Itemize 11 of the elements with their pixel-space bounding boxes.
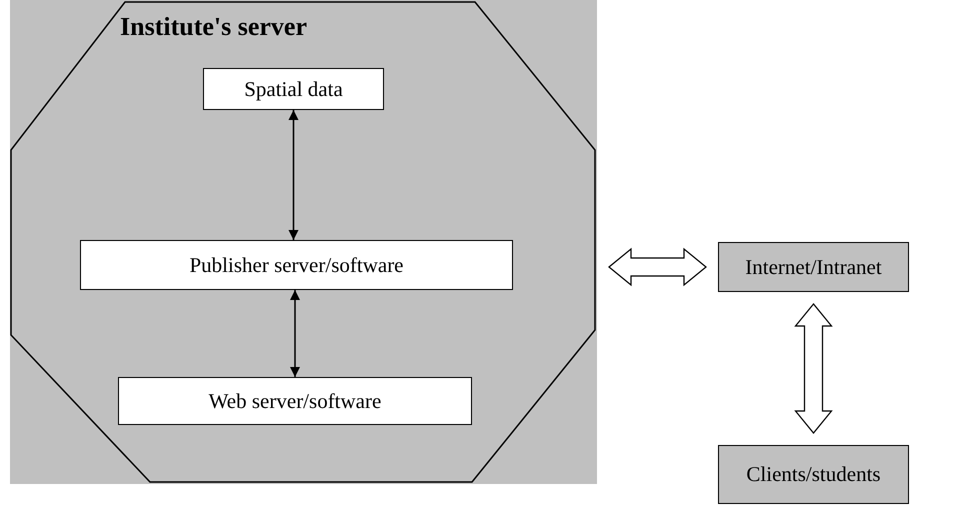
process-box: Spatial data xyxy=(203,68,384,110)
network-box: Internet/Intranet xyxy=(718,242,909,292)
double-block-arrow xyxy=(794,303,833,434)
server-octagon xyxy=(10,0,597,484)
process-box: Publisher server/software xyxy=(80,240,513,290)
network-box: Clients/students xyxy=(718,445,909,504)
double-arrow xyxy=(290,290,300,377)
double-arrow xyxy=(288,110,298,240)
double-block-arrow xyxy=(608,248,707,286)
process-box: Web server/software xyxy=(118,377,472,425)
heading: Institute's server xyxy=(120,12,308,42)
